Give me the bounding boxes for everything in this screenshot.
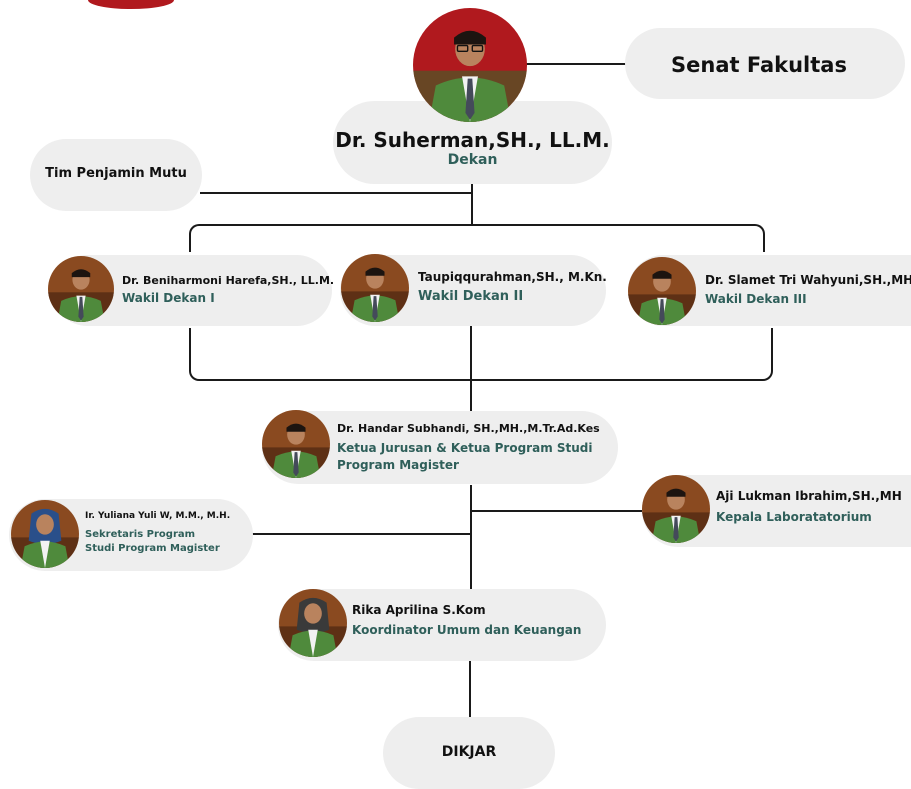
connector-quality-team bbox=[200, 192, 472, 194]
lab-head-role: Kepala Laboratatorium bbox=[716, 510, 872, 524]
dikjar-label: DIKJAR bbox=[441, 744, 497, 760]
connector-lab bbox=[471, 510, 643, 512]
secretary-name: Ir. Yuliana Yuli W, M.M., M.H. bbox=[85, 511, 231, 521]
vice-dean-1-name: Dr. Beniharmoni Harefa,SH., LL.M. bbox=[122, 274, 335, 287]
vice-dean-1-role: Wakil Dekan I bbox=[122, 291, 215, 305]
secretary-role-2: Studi Program Magister bbox=[85, 543, 220, 554]
lab-head-portrait bbox=[642, 475, 710, 543]
quality-team-label: Tim Penjamin Mutu bbox=[45, 166, 187, 181]
connector-dikjar bbox=[469, 661, 471, 718]
vice-dean-3-name: Dr. Slamet Tri Wahyuni,SH.,MH. bbox=[705, 273, 911, 287]
secretary-portrait bbox=[11, 500, 79, 568]
connector-dean-senate bbox=[520, 63, 626, 65]
dept-head-portrait bbox=[262, 410, 330, 478]
vice-dean-2-role: Wakil Dekan II bbox=[418, 289, 524, 304]
senate-pill bbox=[625, 28, 905, 99]
dept-head-role-2: Program Magister bbox=[337, 458, 459, 472]
vice-dean-3-portrait bbox=[628, 257, 696, 325]
quality-team-pill bbox=[30, 139, 202, 211]
vice-dean-bracket-bottom bbox=[189, 328, 773, 381]
vice-dean-2-portrait bbox=[341, 254, 409, 322]
vice-dean-3-role: Wakil Dekan III bbox=[705, 292, 807, 306]
dean-role: Dekan bbox=[447, 152, 498, 168]
coordinator-name: Rika Aprilina S.Kom bbox=[352, 603, 486, 617]
dept-head-role-1: Ketua Jurusan & Ketua Program Studi bbox=[337, 441, 593, 455]
connector-dept-trunk bbox=[470, 485, 472, 591]
connector-vd2-trunk bbox=[470, 326, 472, 412]
vice-dean-1-portrait bbox=[48, 256, 114, 322]
connector-dean-trunk bbox=[471, 183, 473, 225]
dikjar-pill bbox=[383, 717, 555, 789]
coordinator-role: Koordinator Umum dan Keuangan bbox=[352, 623, 582, 637]
senate-label: Senat Fakultas bbox=[671, 53, 847, 77]
dean-name: Dr. Suherman,SH., LL.M. bbox=[335, 128, 610, 152]
dept-head-name: Dr. Handar Subhandi, SH.,MH.,M.Tr.Ad.Kes bbox=[337, 422, 600, 435]
dean-portrait bbox=[413, 8, 527, 122]
coordinator-portrait bbox=[279, 589, 347, 657]
secretary-role-1: Sekretaris Program bbox=[85, 529, 196, 540]
connector-secretary bbox=[252, 533, 471, 535]
lab-head-name: Aji Lukman Ibrahim,SH.,MH bbox=[716, 489, 902, 503]
vice-dean-2-name: Taupiqqurahman,SH., M.Kn. bbox=[418, 270, 607, 284]
logo-fragment bbox=[88, 0, 174, 9]
vice-dean-bracket-top bbox=[189, 224, 765, 252]
